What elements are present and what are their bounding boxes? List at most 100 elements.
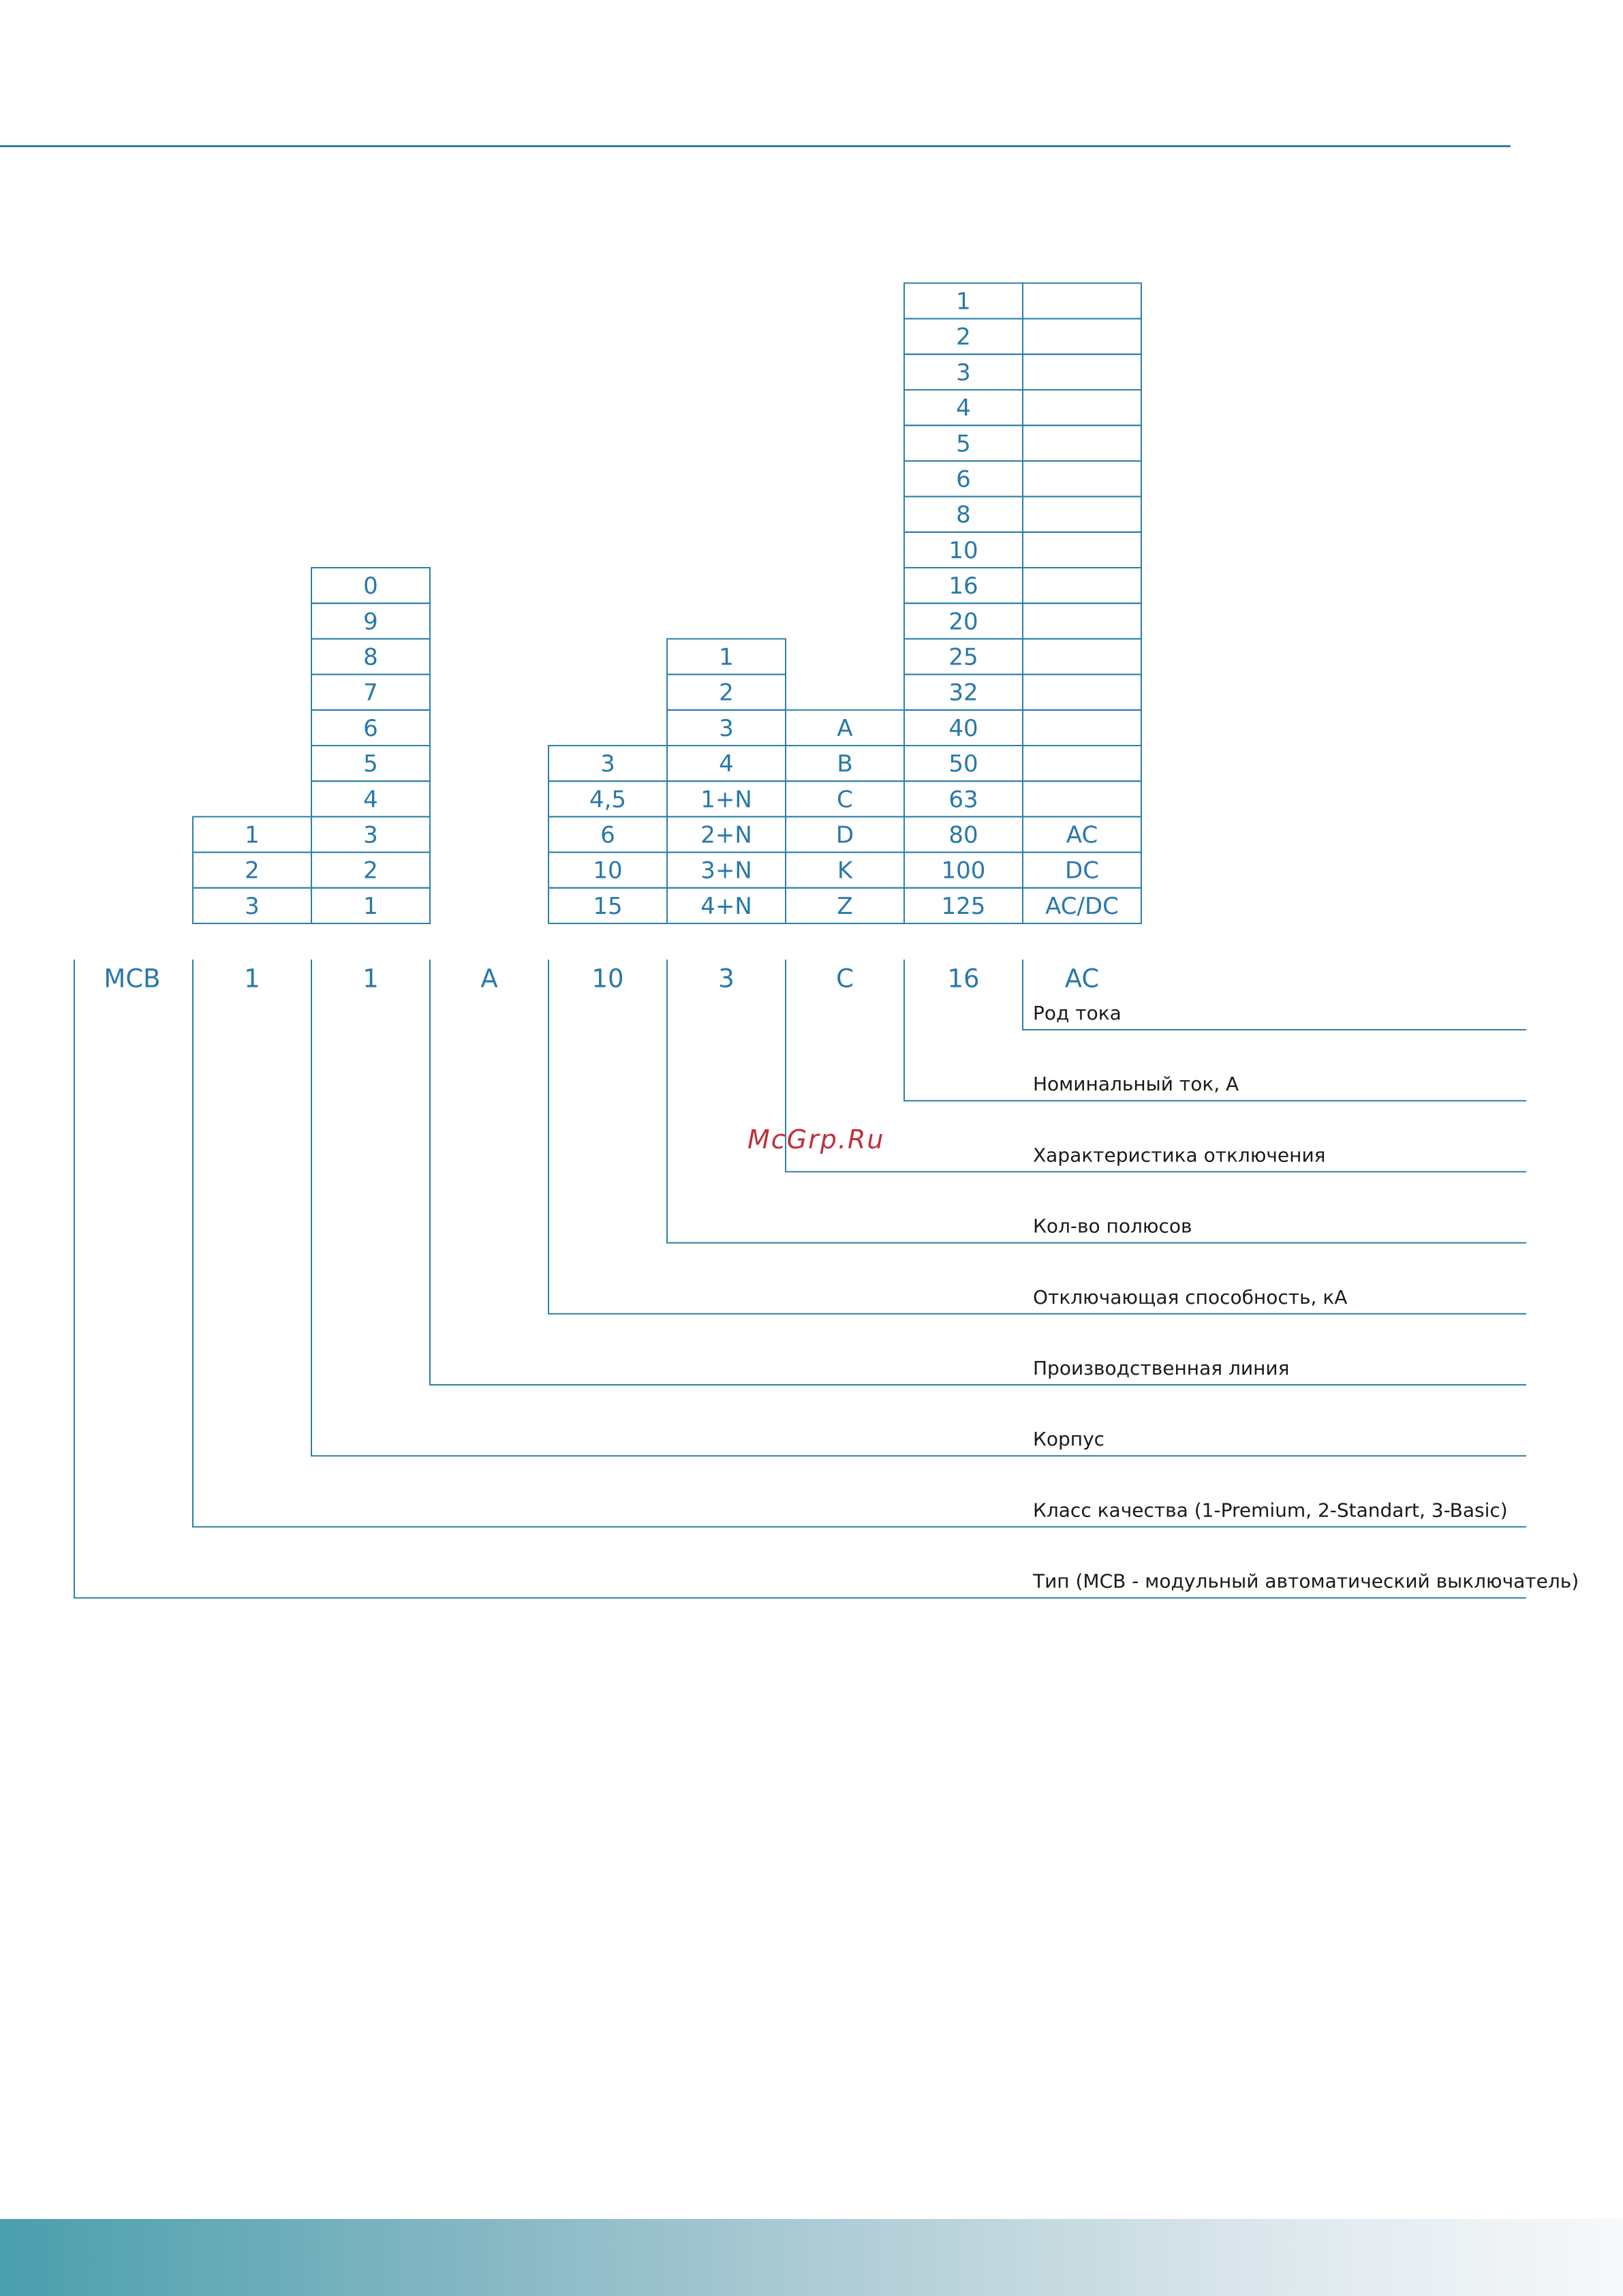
option-cell [1022, 602, 1142, 640]
option-value: 10 [948, 537, 978, 564]
option-value: 20 [948, 608, 978, 635]
option-cell [1022, 460, 1142, 498]
option-value: 0 [363, 572, 378, 600]
leader-line [1022, 960, 1526, 1030]
option-cell [1022, 567, 1142, 604]
description-label: Характеристика отключения [1033, 1144, 1326, 1166]
option-value: 125 [942, 893, 986, 920]
option-value: 3 [719, 715, 734, 742]
option-value: 2+N [700, 822, 752, 849]
option-value: 4 [956, 395, 971, 422]
leader-line [666, 960, 1526, 1244]
option-value: 4 [719, 750, 734, 778]
option-value: 1 [956, 288, 971, 316]
option-value: A [837, 715, 852, 742]
option-cell [1022, 389, 1142, 427]
description-label: Род тока [1033, 1002, 1122, 1024]
code-segment: MCB [104, 964, 160, 994]
code-segment: C [836, 964, 854, 994]
option-value: Z [837, 893, 852, 920]
option-cell [1022, 318, 1142, 355]
option-cell [1022, 745, 1142, 782]
leader-line [311, 960, 1526, 1457]
watermark-text: McGrp.Ru [747, 1124, 884, 1154]
leader-lines [74, 960, 1526, 1599]
option-value: 5 [956, 430, 971, 457]
option-cell [1022, 353, 1142, 391]
option-value: 100 [942, 857, 986, 885]
option-value: 4+N [700, 893, 752, 920]
code-segment: 1 [362, 964, 379, 994]
description-label: Производственная линия [1033, 1357, 1289, 1379]
code-segment: 16 [947, 964, 979, 994]
leader-line [429, 960, 1526, 1386]
code-segment: A [480, 964, 497, 994]
option-value: 4 [363, 786, 378, 813]
option-value: 6 [363, 715, 378, 742]
code-segment: 3 [718, 964, 735, 994]
code-segment: 1 [244, 964, 260, 994]
leader-line [903, 960, 1526, 1102]
option-cell [1022, 709, 1142, 747]
leader-line [192, 960, 1526, 1528]
option-value: K [837, 857, 854, 885]
option-value: C [837, 786, 853, 813]
description-label: Кол-во полюсов [1033, 1215, 1192, 1238]
description-label: Тип (MCB - модульный автоматический выкл… [1032, 1570, 1579, 1593]
option-value: 15 [593, 893, 622, 920]
option-value: 1 [719, 644, 734, 671]
leader-line [74, 960, 1526, 1599]
option-cell [1022, 425, 1142, 462]
option-cell [1022, 780, 1142, 818]
option-value: 3 [600, 750, 615, 778]
option-value: 5 [363, 750, 378, 778]
option-value: AC [1066, 822, 1098, 849]
option-value: B [837, 750, 852, 778]
option-value: D [836, 822, 854, 849]
option-value: 1 [363, 893, 378, 920]
code-segment: 10 [591, 964, 623, 994]
option-value: 2 [363, 857, 378, 885]
option-value: 6 [600, 822, 615, 849]
description-label: Класс качества (1-Premium, 2-Standart, 3… [1033, 1499, 1508, 1521]
option-value: 3 [245, 893, 260, 920]
description-label: Корпус [1033, 1428, 1104, 1450]
top-rule [0, 145, 1511, 147]
description-label: Номинальный ток, А [1033, 1073, 1239, 1095]
option-value: 3 [956, 359, 971, 386]
option-value: 9 [363, 608, 378, 635]
leader-line [785, 960, 1526, 1173]
option-value: 25 [948, 644, 978, 671]
option-value: 3+N [700, 857, 752, 885]
option-cell [1022, 887, 1142, 925]
option-value: 40 [948, 715, 978, 742]
bottom-gradient-band [0, 2219, 1623, 2296]
option-value: 2 [245, 857, 260, 885]
option-cell [1022, 673, 1142, 711]
option-cell [1022, 531, 1142, 568]
option-value: 6 [956, 466, 971, 493]
option-value: 1 [245, 822, 260, 849]
option-value: DC [1065, 857, 1099, 885]
option-value: 80 [948, 822, 978, 849]
option-cell [1022, 638, 1142, 675]
option-value: 3 [363, 822, 378, 849]
code-segment: AC [1065, 964, 1100, 994]
option-value: 1+N [700, 786, 752, 813]
option-value: 4,5 [589, 786, 626, 813]
option-value: 50 [948, 750, 978, 778]
option-value: 8 [956, 502, 971, 529]
option-cell [311, 887, 431, 925]
option-value: 8 [363, 644, 378, 671]
description-label: Отключающая способность, кА [1033, 1286, 1347, 1308]
leader-line [548, 960, 1526, 1315]
option-value: 2 [719, 679, 734, 707]
option-cell [1022, 282, 1142, 320]
code-row: MCB 1 1 A 10 3 C 16 AC [104, 964, 1099, 994]
option-value: 2 [956, 324, 971, 351]
option-value: 32 [948, 679, 978, 707]
option-value: 63 [948, 786, 978, 813]
option-value: 7 [363, 679, 378, 707]
